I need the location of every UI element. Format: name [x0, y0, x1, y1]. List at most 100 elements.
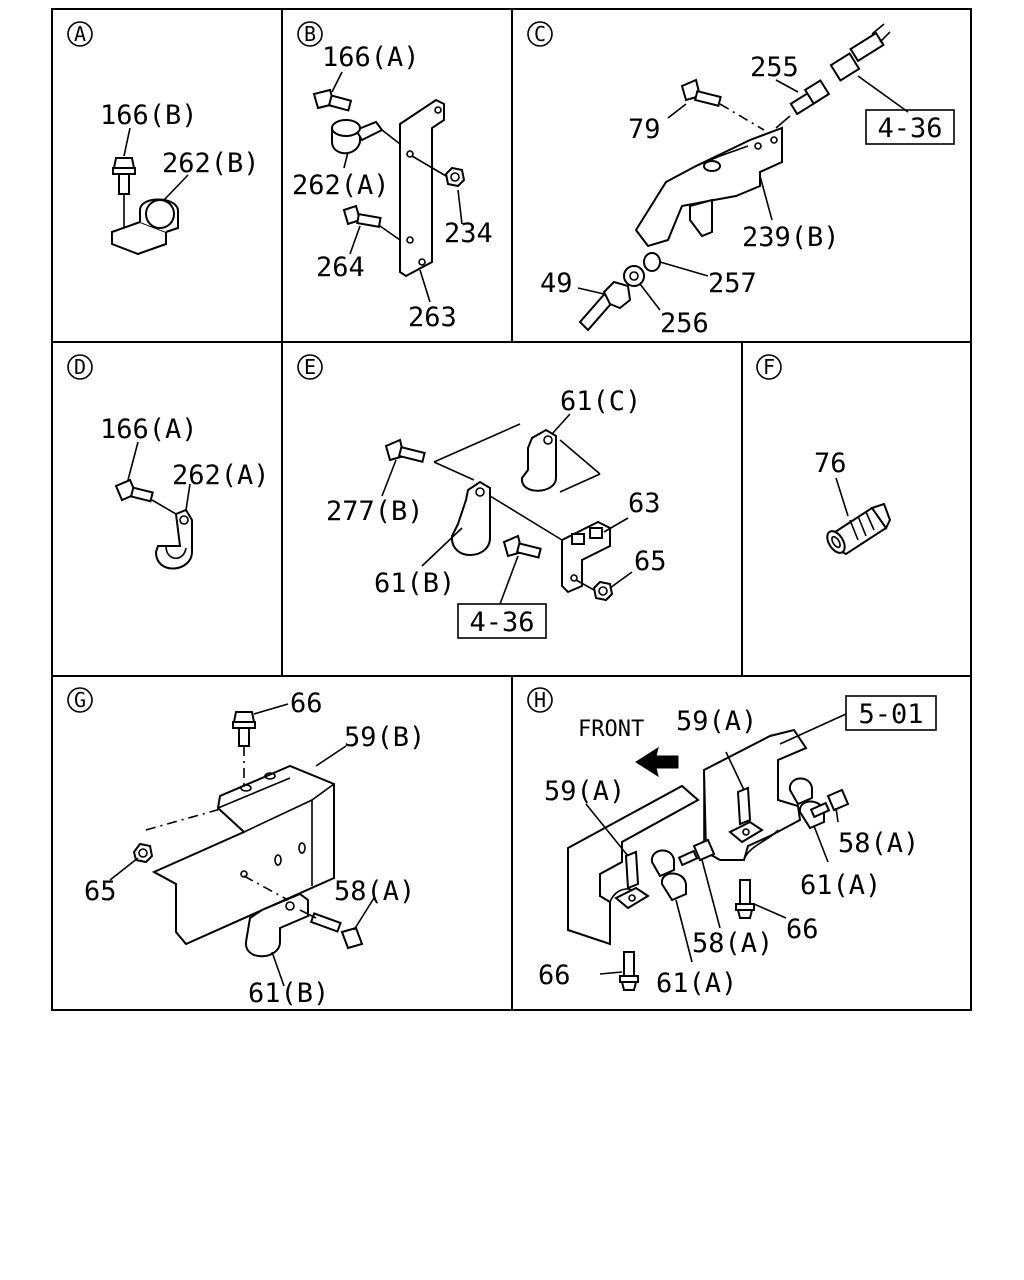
clamp-drawing: [650, 849, 687, 902]
bolt-drawing: [384, 438, 426, 463]
bolt-drawing: [312, 88, 353, 112]
section-letter: G: [74, 688, 86, 712]
callout-label: 59(B): [344, 722, 425, 753]
panel-a: 166(B) 262(B): [100, 100, 260, 256]
nut-drawing: [575, 579, 614, 602]
frame-rail-drawing: [702, 728, 808, 861]
panel-e: 61(C) 277(B) 63 61(B) 65 4-36: [326, 386, 667, 639]
callout-label: 239(B): [742, 222, 840, 253]
grease-nipple-drawing: [578, 252, 661, 332]
section-letter: F: [763, 355, 775, 379]
callout-label: 61(B): [248, 978, 329, 1009]
callout-label: 79: [628, 114, 661, 145]
bracket-drawing: [561, 520, 611, 594]
panel-d: 166(A) 262(A): [100, 414, 270, 570]
callout-label: 262(A): [172, 460, 270, 491]
section-letter: D: [74, 355, 86, 379]
bolt-drawing: [677, 838, 716, 867]
callout-label: 58(A): [334, 876, 415, 907]
callout-label: 65: [84, 876, 117, 907]
callout-label: 257: [708, 268, 757, 299]
callout-label: 66: [538, 960, 571, 991]
reference-label: 4-36: [877, 113, 942, 144]
bolt-drawing: [112, 157, 136, 228]
front-arrow-icon: [635, 746, 679, 778]
clamp-drawing: [331, 119, 401, 155]
panel-grid: [51, 8, 972, 1011]
bracket-drawing: [614, 850, 650, 910]
bolt-drawing: [232, 711, 256, 786]
section-marker-b: B: [297, 21, 323, 47]
clamp-drawing: [243, 875, 309, 958]
callout-label: 65: [634, 546, 667, 577]
callout-label: 256: [660, 308, 709, 339]
panel-b: 166(A) 262(A) 234 264 263: [292, 42, 493, 333]
section-markers: A B C D E F G H: [67, 21, 782, 713]
reference-label: 5-01: [858, 699, 923, 730]
callout-label: 263: [408, 302, 457, 333]
bolt-drawing: [502, 534, 542, 559]
bracket-drawing: [728, 786, 764, 844]
bolt-drawing: [680, 78, 765, 131]
callout-label: 262(A): [292, 170, 390, 201]
bolt-drawing: [114, 478, 177, 515]
callout-label: 61(A): [656, 968, 737, 999]
breather-fitting-drawing: [826, 502, 892, 556]
clamp-drawing: [450, 480, 563, 556]
panel-f: 76: [814, 448, 892, 556]
nut-drawing: [411, 155, 466, 188]
callout-label: 58(A): [692, 928, 773, 959]
callout-label: 59(A): [544, 776, 625, 807]
clamp-drawing: [111, 198, 179, 256]
callout-label: 61(C): [560, 386, 641, 417]
bolt-drawing: [299, 909, 364, 950]
callout-label: 166(A): [100, 414, 198, 445]
fitting-drawing: [775, 79, 831, 129]
section-letter: E: [304, 355, 316, 379]
callout-label: 61(B): [374, 568, 455, 599]
section-marker-f: F: [756, 354, 782, 380]
callout-label: 234: [444, 218, 493, 249]
bolt-drawing: [619, 951, 639, 991]
clamp-drawing: [154, 508, 193, 570]
section-marker-d: D: [67, 354, 93, 380]
bracket-plate-drawing: [399, 98, 445, 278]
section-letter: B: [304, 22, 316, 46]
reference-box: [457, 603, 547, 639]
callout-label: 66: [786, 914, 819, 945]
callout-label: 277(B): [326, 496, 424, 527]
panel-c: 255 79 239(B) 49 257 256 4-36: [540, 23, 955, 339]
clamp-drawing: [521, 428, 557, 492]
callout-label: 255: [750, 52, 799, 83]
reference-box: [865, 109, 955, 145]
callout-label: 76: [814, 448, 847, 479]
callout-label: 166(B): [100, 100, 198, 131]
section-letter: H: [534, 688, 546, 712]
section-marker-h: H: [527, 687, 553, 713]
callout-label: 166(A): [322, 42, 420, 73]
bolt-drawing: [735, 879, 755, 919]
panel-g: 66 59(B) 65 58(A) 61(B): [84, 688, 425, 1009]
callout-label: 264: [316, 252, 365, 283]
section-marker-c: C: [527, 21, 553, 47]
reference-box: [845, 695, 937, 731]
section-marker-e: E: [297, 354, 323, 380]
bolt-drawing: [809, 788, 850, 819]
section-letter: C: [534, 22, 546, 46]
callout-label: 66: [290, 688, 323, 719]
bracket-drawing: [151, 764, 335, 946]
panel-h: FRONT: [538, 695, 937, 999]
section-marker-g: G: [67, 687, 93, 713]
callout-label: 61(A): [800, 870, 881, 901]
bracket-drawing: [634, 126, 783, 248]
bolt-drawing: [342, 204, 401, 241]
section-marker-a: A: [67, 21, 93, 47]
callout-label: 59(A): [676, 706, 757, 737]
reference-label: 4-36: [469, 607, 534, 638]
cable-end-drawing: [829, 23, 909, 113]
front-label: FRONT: [578, 717, 644, 742]
callout-label: 63: [628, 488, 661, 519]
callout-label: 49: [540, 268, 573, 299]
section-letter: A: [74, 22, 86, 46]
